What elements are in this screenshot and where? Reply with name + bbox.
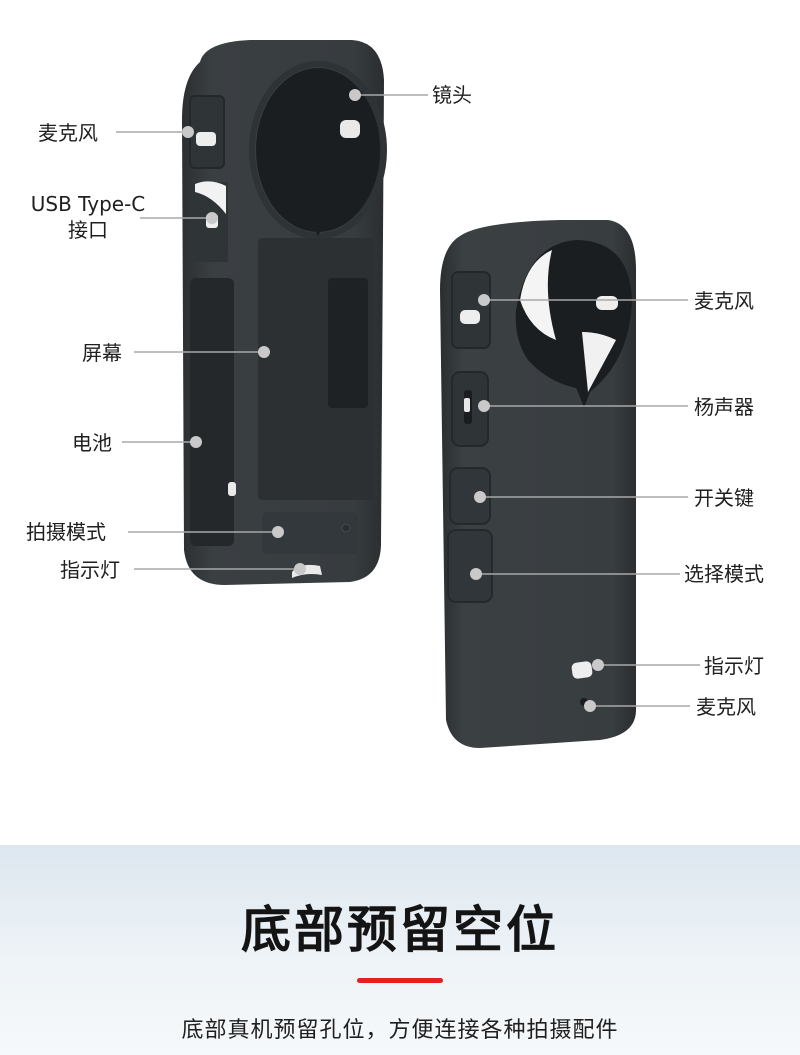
right-power-key: [449, 467, 491, 525]
label-usb-line1: USB Type-C: [30, 192, 146, 216]
feature-band: [0, 845, 800, 1055]
label-usb-type-c: USB Type-C 接口: [18, 191, 158, 243]
label-power-key: 开关键: [694, 486, 754, 510]
left-lens-slot: [340, 120, 360, 138]
label-right-microphone-bottom: 麦克风: [696, 695, 756, 719]
title-underline: [357, 978, 443, 983]
left-battery-opening: [190, 278, 234, 546]
label-screen: 屏幕: [82, 341, 122, 365]
label-speaker: 杨声器: [694, 395, 754, 419]
callout-dots: [182, 89, 604, 712]
right-indicator-slot: [571, 661, 593, 679]
section-title: 底部预留空位: [241, 901, 559, 959]
leader-lines: [116, 94, 700, 707]
label-left-indicator: 指示灯: [60, 558, 120, 582]
left-case: [182, 40, 387, 585]
section-description: 底部真机预留孔位，方便连接各种拍摄配件: [181, 1018, 619, 1043]
right-case: [440, 220, 636, 748]
label-battery: 电池: [72, 431, 112, 455]
label-usb-line2: 接口: [68, 218, 108, 242]
label-lens: 镜头: [432, 83, 472, 107]
left-lens-hole: [256, 68, 380, 232]
label-right-microphone-top: 麦克风: [694, 289, 754, 313]
silicone-case-illustration: [116, 40, 700, 748]
right-select-mode-key: [447, 529, 493, 603]
product-showcase: 镜头 麦克风 USB Type-C 接口 屏幕 电池 拍摄模式 指示灯 麦克风 …: [18, 40, 764, 748]
label-right-indicator: 指示灯: [704, 654, 764, 678]
label-shoot-mode: 拍摄模式: [26, 520, 106, 544]
label-select-mode: 选择模式: [684, 562, 764, 586]
label-left-microphone: 麦克风: [38, 121, 98, 145]
